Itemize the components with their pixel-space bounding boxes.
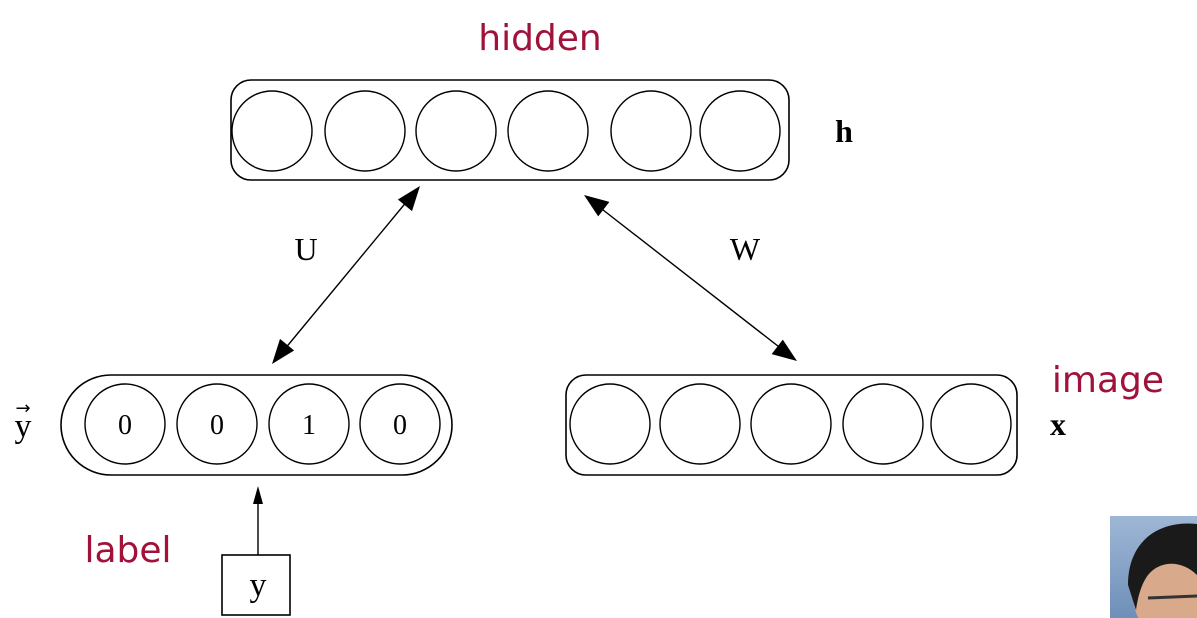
- image-unit: [750, 383, 832, 465]
- connection-W: [584, 195, 797, 361]
- w-arrowhead-bottom: [771, 339, 797, 361]
- hidden-unit: [507, 90, 589, 172]
- image-unit: [930, 383, 1012, 465]
- hidden-unit: [324, 90, 406, 172]
- hidden-vector-symbol: h: [835, 113, 853, 149]
- label-unit-value: 0: [118, 410, 132, 441]
- label-layer-box: [60, 374, 453, 476]
- image-vector-symbol: x: [1050, 406, 1066, 442]
- label-layer: 0 0 1 0: [60, 374, 453, 476]
- vector-arrow-accent: →: [15, 398, 30, 419]
- label-unit: [268, 383, 350, 465]
- label-unit: [176, 383, 258, 465]
- w-arrowhead-top: [584, 195, 610, 217]
- w-connection-line: [597, 205, 784, 351]
- hidden-layer-title: hidden: [478, 18, 602, 59]
- U-weight-label: U: [294, 231, 317, 267]
- label-unit: [359, 383, 441, 465]
- hidden-layer-box: [230, 79, 790, 181]
- label-unit-value: 0: [210, 410, 224, 441]
- image-layer-box: [565, 374, 1018, 476]
- hidden-unit: [610, 90, 692, 172]
- hidden-unit: [415, 90, 497, 172]
- label-unit-value: 1: [302, 410, 316, 441]
- hidden-layer: [230, 79, 790, 181]
- label-layer-title: label: [84, 530, 171, 571]
- y-input-symbol: y: [250, 567, 267, 604]
- person-photo-icon: [1110, 516, 1197, 618]
- hidden-unit: [699, 90, 781, 172]
- label-unit: [84, 383, 166, 465]
- image-unit: [842, 383, 924, 465]
- image-layer: [565, 374, 1018, 476]
- image-unit: [659, 383, 741, 465]
- label-unit-value: 0: [393, 410, 407, 441]
- label-input-connection: [253, 486, 263, 555]
- connection-U: [272, 186, 420, 364]
- image-unit: [569, 383, 651, 465]
- u-connection-line: [283, 199, 409, 351]
- W-weight-label: W: [730, 231, 761, 267]
- hidden-unit: [231, 90, 313, 172]
- image-layer-title: image: [1052, 360, 1164, 401]
- u-arrowhead-top: [397, 186, 420, 212]
- u-arrowhead-bottom: [272, 338, 295, 364]
- label-vector-symbol: y: [15, 408, 32, 445]
- y-input-box: [221, 554, 291, 616]
- y-input-arrowhead: [253, 486, 263, 504]
